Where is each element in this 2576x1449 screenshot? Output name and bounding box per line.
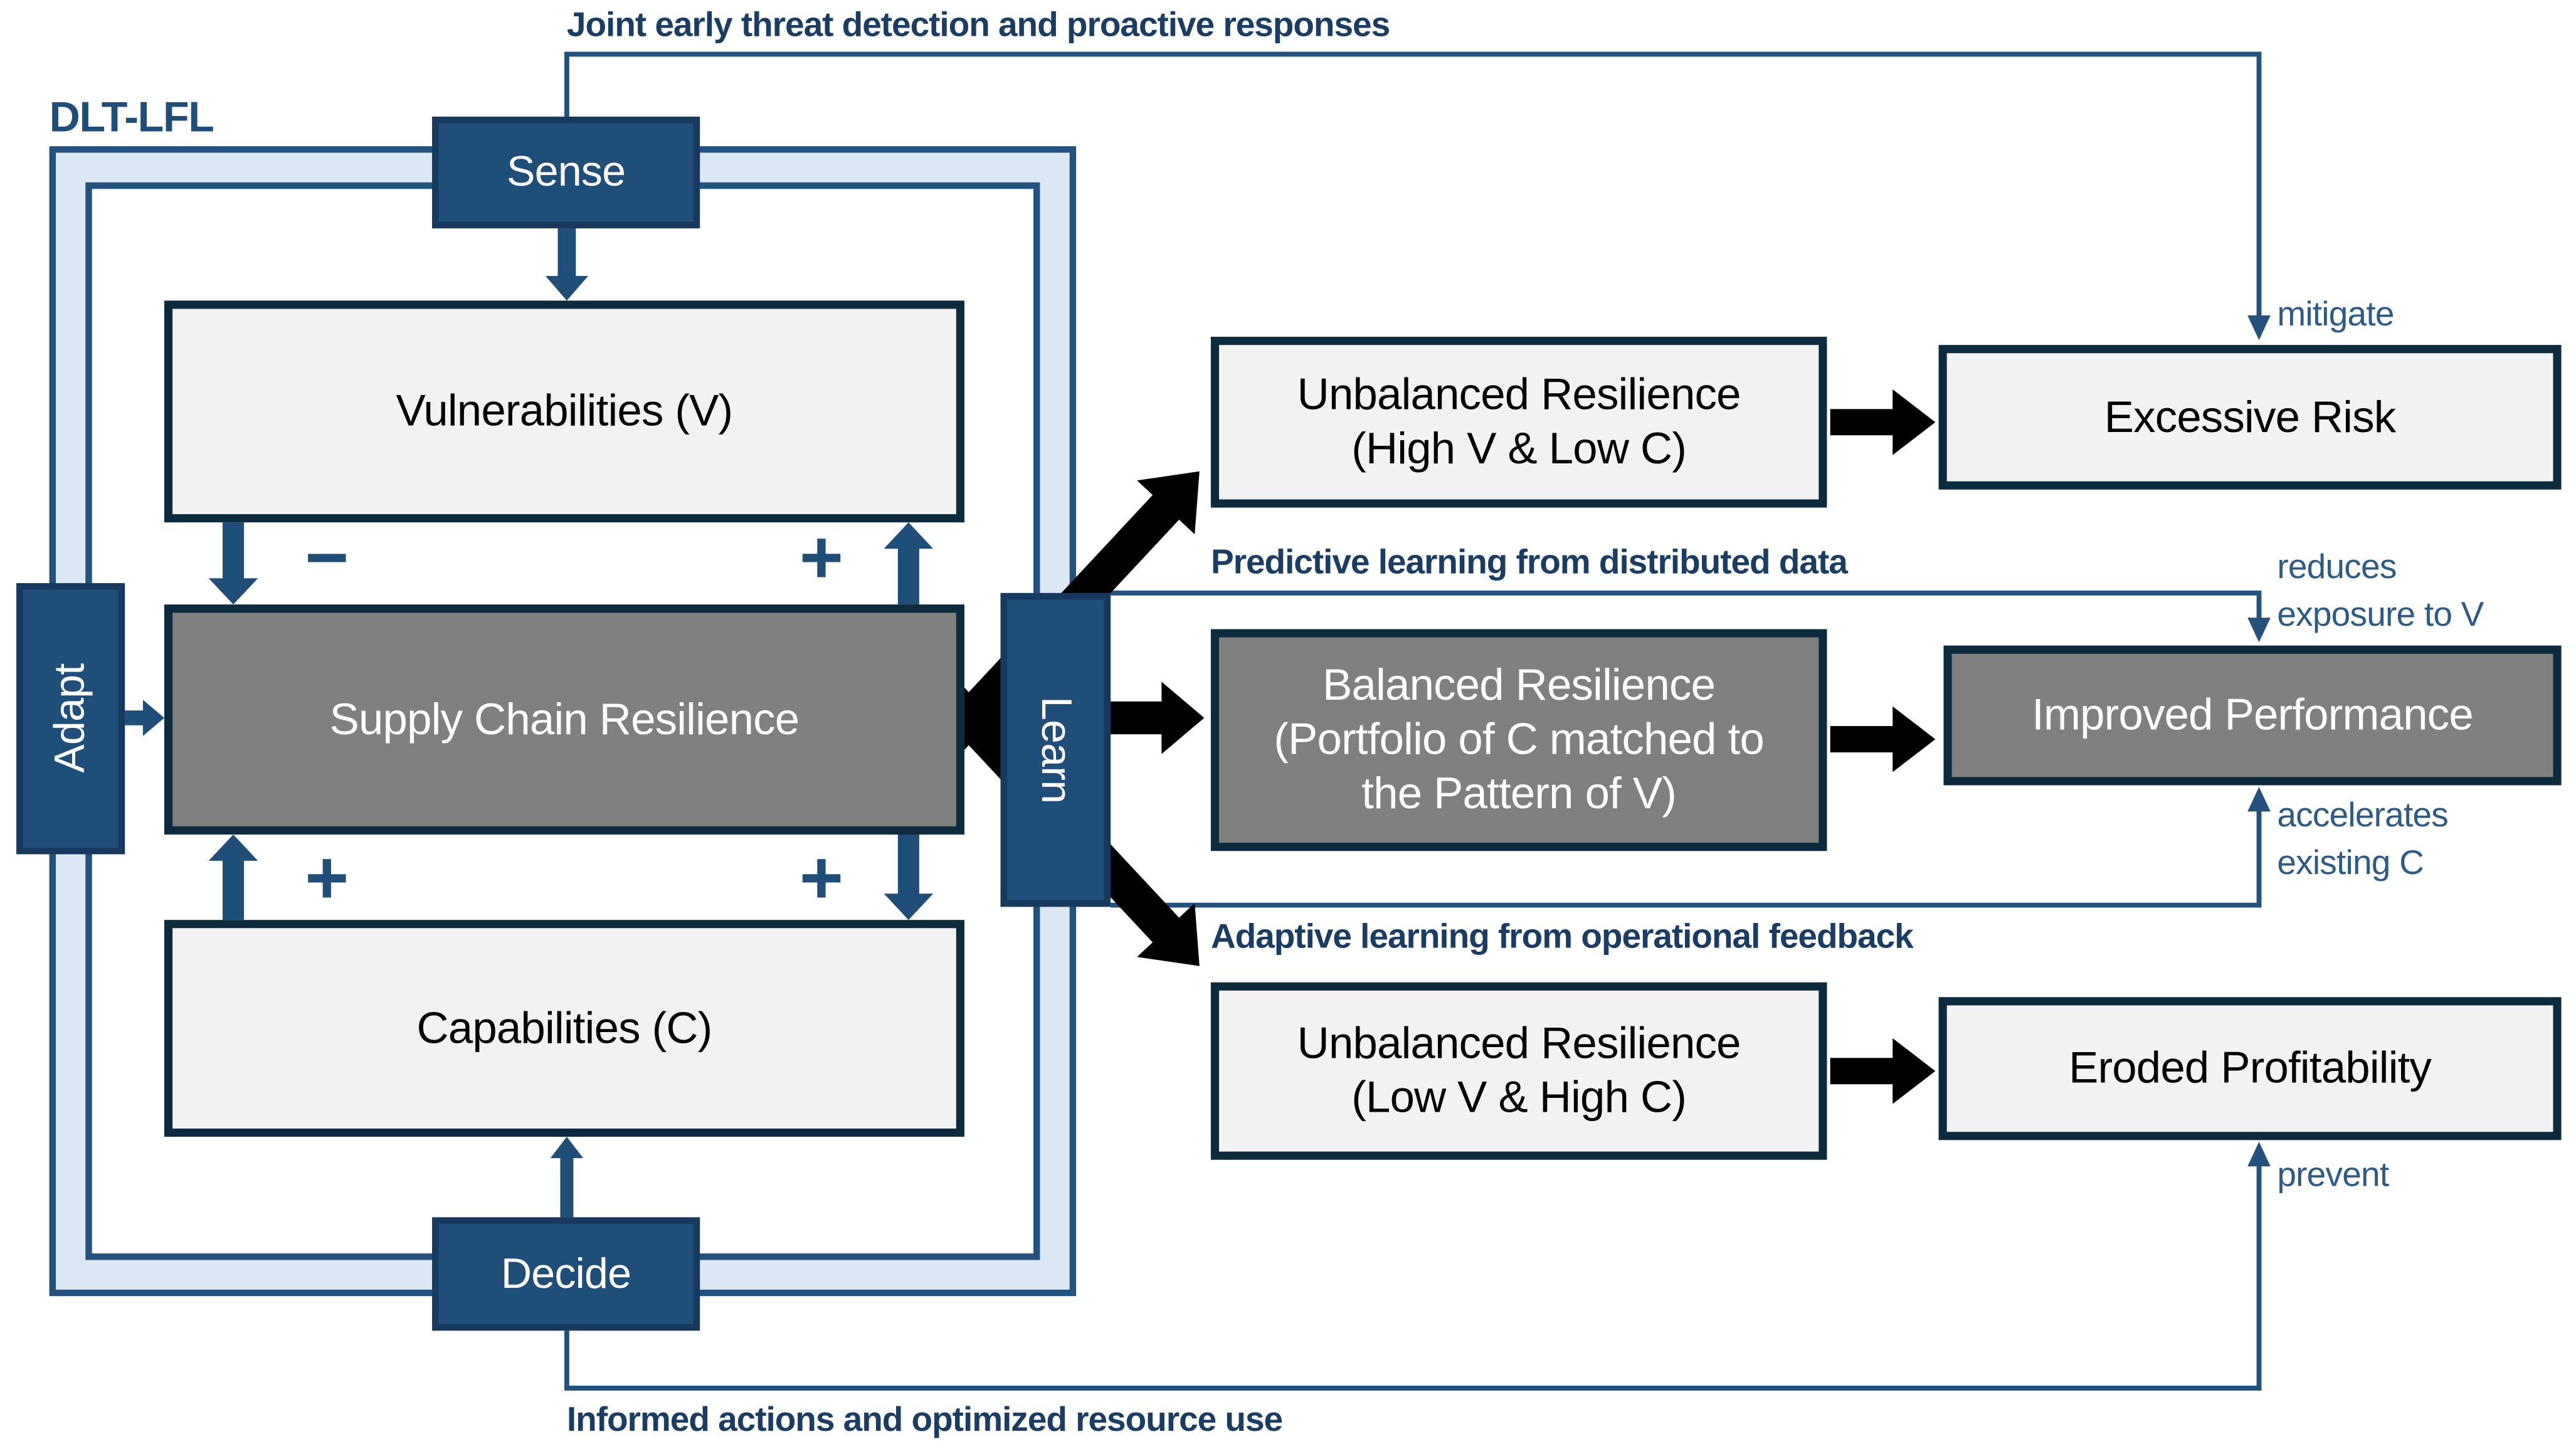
adapt-label: Adapt <box>45 664 94 774</box>
accelerates-line1: accelerates <box>2277 796 2449 835</box>
learn-label: Learn <box>1032 696 1082 804</box>
bottom-banner-label: Informed actions and optimized resource … <box>566 1401 1283 1440</box>
decide-box: Decide <box>432 1217 700 1331</box>
improved-performance-box: Improved Performance <box>1943 645 2562 786</box>
reduces-line1: reduces <box>2277 549 2397 587</box>
accelerates-arrowhead-icon <box>2247 786 2271 812</box>
capabilities-box: Capabilities (C) <box>164 920 964 1137</box>
framework-title: DLT-LFL <box>49 92 214 142</box>
unbalanced-high-line2: (High V & Low C) <box>1351 423 1687 473</box>
vulnerabilities-label: Vulnerabilities (V) <box>396 386 734 436</box>
plus-sign-capabilities-right: + <box>799 834 844 920</box>
balanced-to-improved-performance-arrow-icon <box>1830 706 1936 772</box>
accelerates-existing-label: accelerates existing C <box>2277 793 2449 888</box>
unbalanced-high-to-excessive-risk-arrow-icon <box>1830 389 1936 455</box>
unbalanced-low-to-eroded-profitability-arrow-icon <box>1830 1038 1936 1104</box>
mitigate-label: mitigate <box>2277 295 2394 334</box>
unbalanced-low-box: Unbalanced Resilience (Low V & High C) <box>1210 982 1827 1160</box>
eroded-profitability-box: Eroded Profitability <box>1938 997 2562 1141</box>
prevent-arrowhead-icon <box>2247 1141 2271 1167</box>
predictive-learning-label: Predictive learning from distributed dat… <box>1210 544 1848 582</box>
decide-label: Decide <box>500 1248 631 1297</box>
sense-label: Sense <box>506 146 626 196</box>
unbalanced-high-line1: Unbalanced Resilience <box>1297 369 1741 419</box>
reduces-arrowhead-icon <box>2247 618 2271 643</box>
plus-sign-vulnerabilities-right: + <box>799 514 844 600</box>
supply-chain-resilience-label: Supply Chain Resilience <box>329 694 800 744</box>
excessive-risk-label: Excessive Risk <box>2104 391 2396 441</box>
supply-chain-resilience-box: Supply Chain Resilience <box>164 604 964 835</box>
improved-performance-label: Improved Performance <box>2032 690 2474 740</box>
predictive-line <box>1111 590 2262 631</box>
mitigate-arrowhead-icon <box>2247 315 2271 340</box>
accelerates-line2: existing C <box>2277 844 2424 882</box>
adapt-box: Adapt <box>16 583 125 855</box>
plus-sign-capabilities-left: + <box>305 834 349 920</box>
prevent-label: prevent <box>2277 1156 2389 1194</box>
reduces-exposure-label: reduces exposure to V <box>2277 545 2484 641</box>
balanced-line2: (Portfolio of C matched to <box>1274 714 1765 764</box>
top-banner-label: Joint early threat detection and proacti… <box>566 6 1390 45</box>
learn-box: Learn <box>1000 593 1111 907</box>
sense-box: Sense <box>432 117 700 229</box>
balanced-line3: the Pattern of V) <box>1361 769 1677 818</box>
adaptive-learning-label: Adaptive learning from operational feedb… <box>1210 918 1914 956</box>
eroded-profitability-label: Eroded Profitability <box>2069 1043 2432 1093</box>
balanced-resilience-box: Balanced Resilience (Portfolio of C matc… <box>1210 629 1827 851</box>
unbalanced-low-line2: (Low V & High C) <box>1351 1072 1687 1122</box>
reduces-line2: exposure to V <box>2277 596 2484 635</box>
excessive-risk-box: Excessive Risk <box>1938 345 2562 490</box>
unbalanced-low-line1: Unbalanced Resilience <box>1297 1018 1741 1068</box>
vulnerabilities-box: Vulnerabilities (V) <box>164 300 964 523</box>
unbalanced-high-box: Unbalanced Resilience (High V & Low C) <box>1210 337 1827 508</box>
balanced-line1: Balanced Resilience <box>1322 660 1716 710</box>
capabilities-label: Capabilities (C) <box>416 1003 712 1053</box>
minus-sign-vulnerabilities: − <box>305 514 349 600</box>
